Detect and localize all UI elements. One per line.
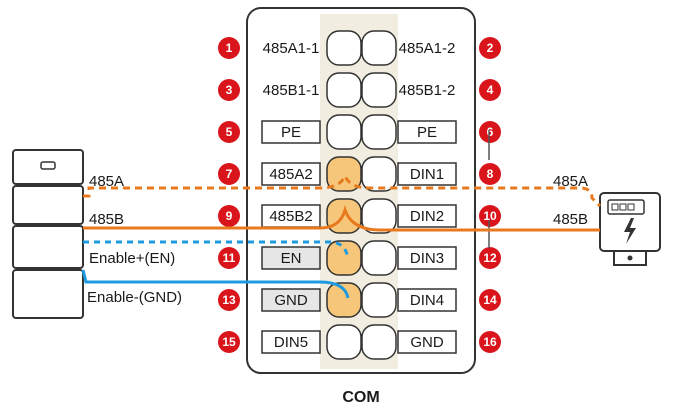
wire-485b	[83, 204, 600, 232]
wire-485a	[83, 172, 602, 208]
terminal-label: 485B1-2	[399, 82, 456, 99]
terminal-slot-right	[361, 324, 397, 360]
terminal-number-badge	[218, 37, 240, 59]
terminal-number: 1	[226, 41, 233, 55]
terminal-label-box	[397, 162, 457, 186]
terminal-number-badge	[218, 79, 240, 101]
terminal-label-box	[397, 204, 457, 228]
terminal-label-box	[397, 330, 457, 354]
terminal-slot-left	[326, 114, 362, 150]
wire-label-485b-left: 485B	[89, 211, 124, 228]
terminal-label: DIN4	[410, 292, 444, 309]
terminal-number: 10	[483, 209, 497, 223]
terminal-label: PE	[417, 124, 437, 141]
connector-title: COM	[342, 389, 379, 406]
terminal-slot-right	[361, 198, 397, 234]
terminal-label-box	[261, 246, 321, 270]
terminal-label-box	[261, 330, 321, 354]
terminal-label: 485B2	[269, 208, 312, 225]
terminal-label: DIN5	[274, 334, 308, 351]
terminal-label: 485A1-1	[263, 40, 320, 57]
terminal-label: EN	[281, 250, 302, 267]
terminal-number: 13	[222, 293, 236, 307]
terminal-number-badge	[479, 247, 501, 269]
terminal-number-badge	[218, 331, 240, 353]
terminal-number: 5	[226, 125, 233, 139]
terminal-label: 485A2	[269, 166, 312, 183]
terminal-slot-left	[326, 282, 362, 318]
terminal-number: 8	[487, 167, 494, 181]
terminal-number: 9	[226, 209, 233, 223]
wire-enable-gnd	[81, 269, 350, 299]
terminal-label: GND	[274, 292, 308, 309]
terminal-label-box	[261, 162, 321, 186]
terminal-label: 485A1-2	[399, 40, 456, 57]
terminal-number: 6	[487, 125, 494, 139]
terminal-label: DIN2	[410, 208, 444, 225]
terminal-number-badge	[479, 79, 501, 101]
terminal-number-badge	[479, 37, 501, 59]
wire-label-485b-right: 485B	[553, 211, 588, 228]
terminal-number-badge	[218, 205, 240, 227]
terminal-number: 14	[483, 293, 497, 307]
terminal-slot-left	[326, 156, 362, 192]
terminal-number: 3	[226, 83, 233, 97]
wire-label-485a-right: 485A	[553, 173, 588, 190]
wire-label-enable-gnd: Enable-(GND)	[87, 289, 182, 306]
wire-enable-en	[83, 240, 350, 259]
terminal-number-badge	[218, 289, 240, 311]
terminal-number-badge	[479, 289, 501, 311]
terminal-label-box	[261, 120, 321, 144]
terminal-slot-left	[326, 240, 362, 276]
terminal-number-badge	[479, 163, 501, 185]
terminal-slot-right	[361, 114, 397, 150]
terminal-slot-left	[326, 72, 362, 108]
terminal-number: 11	[223, 251, 236, 265]
wire-label-enable-en: Enable+(EN)	[89, 250, 175, 267]
terminal-number: 4	[487, 83, 494, 97]
terminal-slot-left	[326, 30, 362, 66]
terminal-number-badge	[218, 247, 240, 269]
terminal-label: 485B1-1	[263, 82, 320, 99]
terminal-label: DIN1	[410, 166, 444, 183]
terminal-slot-left	[326, 324, 362, 360]
terminal-slot-right	[361, 282, 397, 318]
terminal-number: 15	[222, 335, 236, 349]
terminal-number-badge	[218, 121, 240, 143]
terminal-number: 2	[487, 41, 494, 55]
terminal-slot-right	[361, 156, 397, 192]
terminal-number-badge	[218, 163, 240, 185]
terminal-number: 7	[226, 167, 233, 181]
terminal-number: 16	[483, 335, 497, 349]
terminal-number-badge	[479, 205, 501, 227]
terminal-label-box	[397, 288, 457, 312]
power-meter-icon	[599, 192, 661, 266]
terminal-number-badge	[479, 331, 501, 353]
terminal-slot-right	[361, 30, 397, 66]
terminal-label: GND	[410, 334, 444, 351]
wire-label-485a-left: 485A	[89, 173, 124, 190]
terminal-label-box	[397, 246, 457, 270]
terminal-number-badge	[479, 121, 501, 143]
terminal-slot-right	[361, 72, 397, 108]
terminal-label-box	[261, 288, 321, 312]
terminal-label: DIN3	[410, 250, 444, 267]
terminal-slot-right	[361, 240, 397, 276]
battery-stack-icon	[12, 149, 84, 319]
terminal-number: 12	[483, 251, 497, 265]
terminal-label: PE	[281, 124, 301, 141]
terminal-label-box	[397, 120, 457, 144]
